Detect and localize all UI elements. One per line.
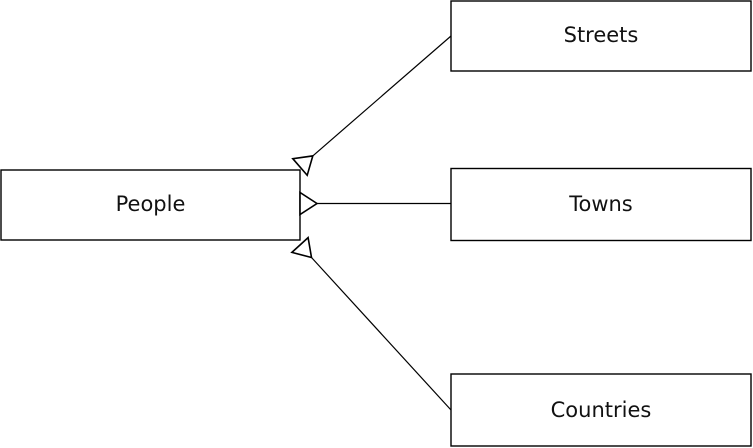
streets-node-label: Streets — [564, 23, 639, 47]
open-triangle-arrowhead-streets-icon — [291, 154, 314, 177]
countries-node-label: Countries — [551, 398, 652, 422]
edge-people-countries — [311, 257, 452, 411]
edge-people-streets — [312, 35, 452, 157]
streets-node-box — [450, 0, 752, 72]
people-node-label: People — [116, 192, 186, 216]
people-node-box — [0, 169, 301, 241]
towns-node-label: Towns — [568, 192, 633, 216]
open-triangle-arrowhead-countries-icon — [290, 236, 313, 259]
open-triangle-arrowhead-towns-icon — [299, 191, 319, 216]
towns-node-box — [450, 167, 752, 242]
countries-node-box — [450, 373, 752, 447]
